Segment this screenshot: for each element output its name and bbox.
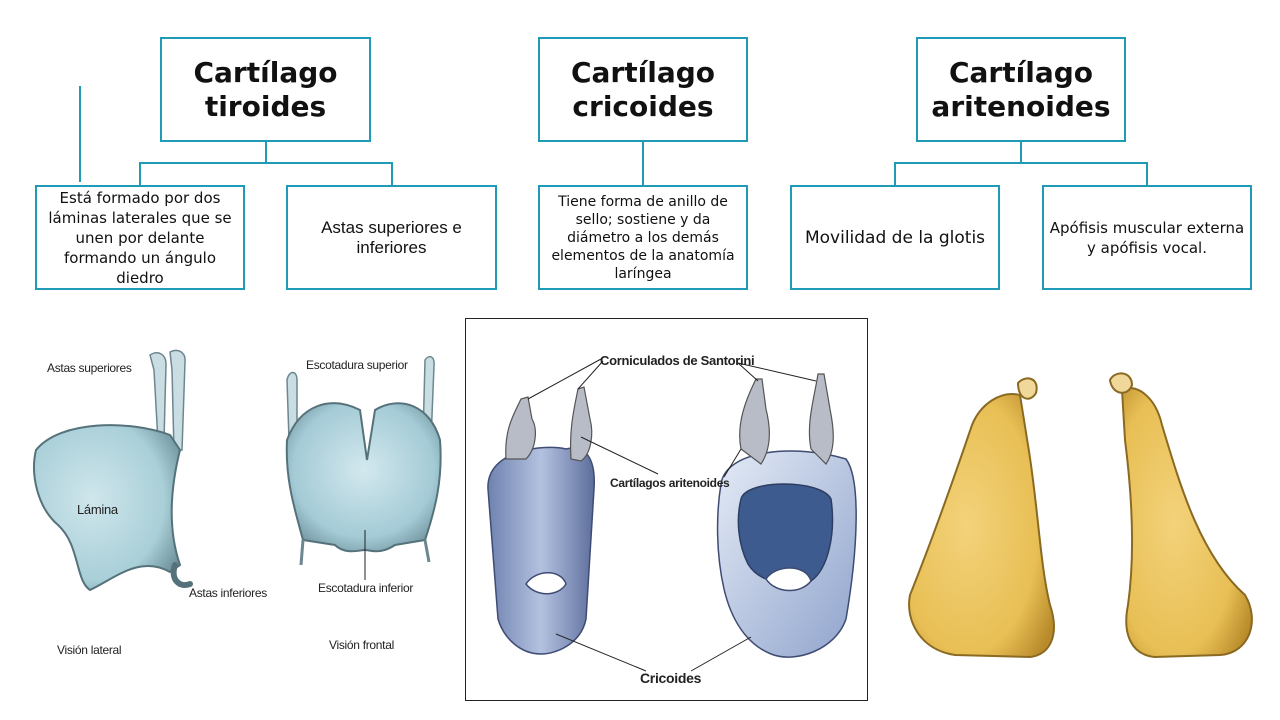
corniculados-label: Corniculados de Santorini: [600, 353, 755, 368]
connector-line: [139, 162, 393, 164]
tiroides-astas-box: Astas superiores e inferiores: [286, 185, 497, 290]
cricoides-title: Cartílago cricoides: [570, 55, 715, 123]
aritenoides-apofisis: Apófisis muscular externa y apófisis voc…: [1049, 218, 1245, 257]
connector-line: [79, 86, 81, 182]
cricoides-figure-label: Cricoides: [640, 670, 702, 686]
escotadura-pointer: [364, 530, 366, 580]
aritenoides-apofisis-box: Apófisis muscular externa y apófisis voc…: [1042, 185, 1252, 290]
arytenoid-illustration: [908, 372, 1253, 659]
escotadura-superior-label: Escotadura superior: [306, 358, 408, 372]
cricoides-description: Tiene forma de anillo de sello; sostiene…: [551, 193, 735, 282]
tiroides-title-box: Cartílago tiroides: [160, 37, 371, 142]
connector-line: [391, 162, 393, 186]
astas-inferiores-label: Astas inferiores: [189, 586, 267, 600]
cricoid-arytenoid-illustration: [487, 358, 857, 672]
lamina-label: Lámina: [77, 502, 118, 517]
aritenoides-movilidad-box: Movilidad de la glotis: [790, 185, 1000, 290]
vision-frontal-label: Visión frontal: [329, 638, 394, 652]
escotadura-inferior-label: Escotadura inferior: [318, 581, 414, 595]
astas-superiores-label: Astas superiores: [47, 361, 132, 375]
connector-line: [139, 162, 141, 186]
aritenoides-title-box: Cartílago aritenoides: [916, 37, 1126, 142]
cricoides-description-box: Tiene forma de anillo de sello; sostiene…: [538, 185, 748, 290]
connector-line: [894, 162, 896, 186]
thyroid-frontal-illustration: [285, 355, 442, 566]
tiroides-description-box: Está formado por dos láminas laterales q…: [35, 185, 245, 290]
tiroides-astas: Astas superiores e inferiores: [321, 217, 462, 257]
aritenoides-figure-label: Cartílagos aritenoides: [610, 476, 730, 490]
thyroid-lateral-illustration: [33, 349, 193, 592]
connector-line: [1146, 162, 1148, 186]
connector-line: [642, 141, 644, 187]
vision-lateral-label: Visión lateral: [57, 643, 122, 657]
connector-line: [1020, 141, 1022, 163]
tiroides-description: Está formado por dos láminas laterales q…: [48, 188, 232, 287]
aritenoides-movilidad: Movilidad de la glotis: [804, 227, 986, 248]
cricoides-title-box: Cartílago cricoides: [538, 37, 748, 142]
aritenoides-title: Cartílago aritenoides: [931, 55, 1111, 123]
connector-line: [894, 162, 1148, 164]
connector-line: [265, 141, 267, 163]
tiroides-title: Cartílago tiroides: [193, 55, 338, 123]
